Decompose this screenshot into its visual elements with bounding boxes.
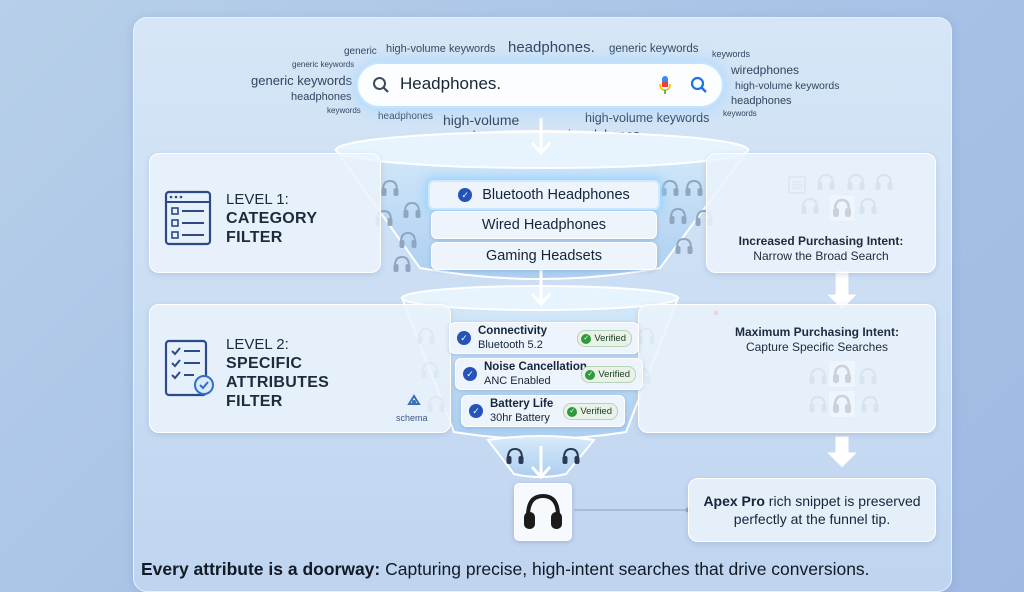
product-tile[interactable]: [514, 483, 572, 541]
keyword: generic keywords: [609, 43, 699, 55]
level2-panel: LEVEL 2: SPECIFIC ATTRIBUTES FILTER sche…: [149, 304, 451, 433]
intent2-title: Maximum Purchasing Intent:: [734, 325, 900, 339]
level2-label: LEVEL 2:: [226, 336, 289, 353]
intent1-subtitle: Narrow the Broad Search: [753, 249, 889, 263]
footer-rest: Capturing precise, high-intent searches …: [380, 559, 870, 579]
verified-badge: ✓Verified: [563, 403, 618, 420]
keyword: keywords: [712, 49, 751, 59]
level1-title-line2: FILTER: [226, 229, 283, 246]
intent1-title: Increased Purchasing Intent:: [738, 234, 904, 248]
snippet-text-2: perfectly at the funnel tip.: [733, 511, 891, 527]
keyword: keywords: [723, 109, 757, 118]
level2-title-line1: SPECIFIC: [226, 355, 303, 372]
keyword: headphones: [731, 95, 792, 107]
check-icon: ✓: [457, 331, 471, 345]
level1-title-line1: CATEGORY: [226, 210, 318, 227]
keyword: generic keywords: [292, 60, 355, 69]
keyword: keywords: [327, 106, 361, 115]
keyword: high-volume keywords: [735, 80, 840, 92]
footer-bold: Every attribute is a doorway:: [141, 559, 381, 579]
schema-icon: [407, 394, 421, 405]
purchasing-intent-panel-2: Maximum Purchasing Intent: Capture Speci…: [638, 304, 936, 433]
keyword: headphones: [378, 111, 434, 122]
snippet-text-1: rich snippet is preserved: [764, 493, 921, 509]
checklist-icon: [164, 190, 212, 246]
category-gaming-headsets[interactable]: Gaming Headsets: [431, 242, 657, 270]
category-bluetooth-headphones[interactable]: ✓ Bluetooth Headphones: [428, 180, 660, 210]
keyword: high-volume keywords: [585, 111, 710, 125]
right-flow-arrows: [824, 269, 860, 469]
keyword: generic keywords: [251, 73, 353, 88]
keyword: high-volume: [443, 112, 520, 128]
level1-panel: LEVEL 1: CATEGORY FILTER: [149, 153, 381, 273]
level1-label: LEVEL 1:: [226, 191, 289, 208]
verified-badge: ✓Verified: [577, 330, 632, 347]
check-icon: ✓: [469, 404, 483, 418]
keyword: headphones: [291, 91, 352, 103]
headphones-icon: [669, 207, 687, 224]
search-button-icon[interactable]: [690, 76, 708, 94]
headphones-icon: [562, 447, 580, 464]
rich-snippet-box: Apex Pro rich snippet is preserved perfe…: [688, 478, 936, 542]
schema-label: schema: [396, 413, 428, 423]
headphones-icon: [393, 255, 411, 272]
category-wired-headphones[interactable]: Wired Headphones: [431, 211, 657, 239]
keyword: wiredphones: [731, 63, 800, 77]
headphones-icon: [685, 179, 703, 196]
keyword: high-volume keywords: [386, 43, 496, 55]
footer-caption: Every attribute is a doorway: Capturing …: [141, 559, 870, 580]
headphones-icon: [661, 179, 679, 196]
headphones-icon: [399, 231, 417, 248]
verified-check-icon: ✓: [581, 333, 592, 344]
check-icon: ✓: [458, 188, 473, 202]
search-bar[interactable]: Headphones.: [358, 64, 722, 106]
verified-badge: ✓Verified: [581, 366, 636, 383]
attribute-connectivity[interactable]: ✓ Connectivity Bluetooth 5.2 ✓Verified: [449, 322, 639, 354]
level2-title-line2: ATTRIBUTES: [226, 374, 330, 391]
headphones-icon: [506, 447, 524, 464]
headphones-icon: [675, 237, 693, 254]
verified-check-icon: ✓: [585, 369, 596, 380]
attribute-noise-cancellation[interactable]: ✓ Noise Cancellation ANC Enabled ✓Verifi…: [455, 358, 643, 390]
purchasing-intent-panel-1: Increased Purchasing Intent: Narrow the …: [706, 153, 936, 273]
mic-icon[interactable]: [658, 75, 672, 95]
headphones-icon: [403, 201, 421, 218]
attribute-checklist-icon: [164, 339, 214, 397]
intent2-subtitle: Capture Specific Searches: [745, 340, 889, 354]
level2-title-line3: FILTER: [226, 393, 283, 410]
keyword: generic: [344, 46, 377, 57]
attribute-battery-life[interactable]: ✓ Battery Life 30hr Battery ✓Verified: [461, 395, 625, 427]
headphones-product-icon: [524, 493, 562, 529]
headphones-icon: [381, 179, 399, 196]
search-input[interactable]: Headphones.: [400, 74, 502, 93]
keyword: headphones.: [508, 39, 595, 56]
search-icon: [373, 77, 389, 93]
flow-arrows: [530, 118, 552, 480]
snippet-brand: Apex Pro: [703, 493, 765, 509]
verified-check-icon: ✓: [567, 406, 578, 417]
check-icon: ✓: [463, 367, 477, 381]
